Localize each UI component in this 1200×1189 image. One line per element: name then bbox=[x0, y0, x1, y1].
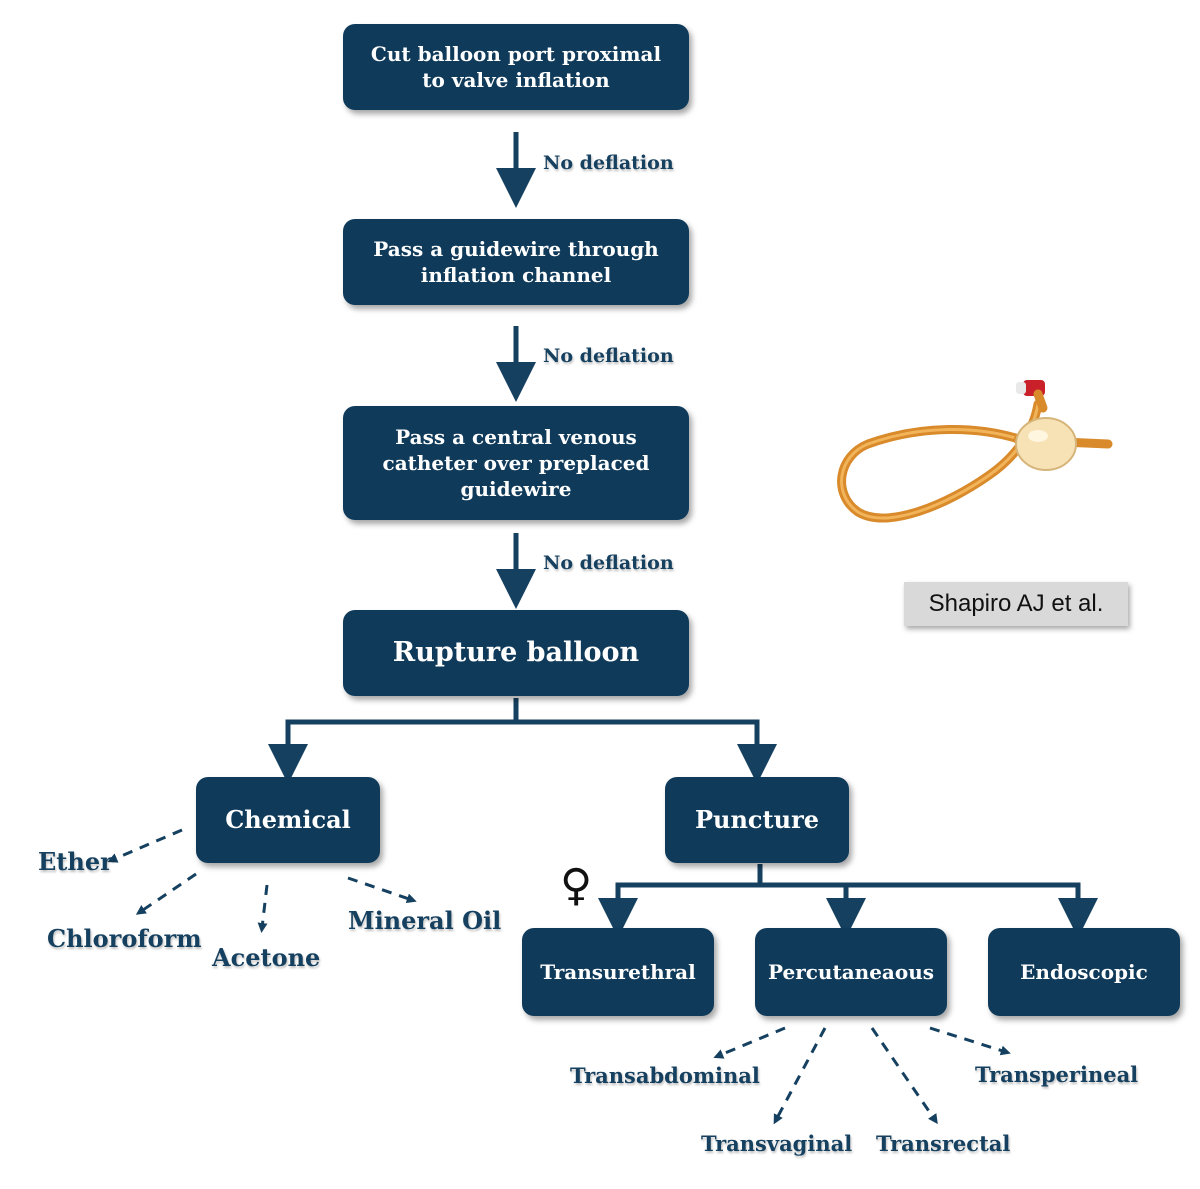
citation: Shapiro AJ et al. bbox=[904, 582, 1128, 626]
route-transurethral: Transurethral bbox=[522, 928, 714, 1016]
dash-mineral-oil bbox=[347, 876, 417, 904]
percutaneous-transvaginal: Transvaginal bbox=[701, 1131, 853, 1156]
female-symbol: ♀ bbox=[560, 860, 593, 911]
chemical-mineral-oil: Mineral Oil bbox=[348, 906, 502, 935]
route-endoscopic: Endoscopic bbox=[988, 928, 1180, 1016]
route-percutaneous: Percutaneaous bbox=[755, 928, 947, 1016]
step-cut-port: Cut balloon port proximal to valve infla… bbox=[343, 24, 689, 110]
dash-acetone bbox=[257, 884, 269, 933]
branch-rupture bbox=[285, 698, 760, 766]
foley-catheter-image bbox=[837, 380, 1113, 523]
chemical-ether: Ether bbox=[38, 847, 113, 876]
edge-label-no-deflation-1: No deflation bbox=[543, 152, 674, 174]
percutaneous-transabdominal: Transabdominal bbox=[570, 1063, 760, 1088]
edge-label-no-deflation-2: No deflation bbox=[543, 345, 674, 367]
dash-ether bbox=[107, 828, 183, 863]
step-guidewire: Pass a guidewire through inflation chann… bbox=[343, 219, 689, 305]
method-puncture: Puncture bbox=[665, 777, 849, 863]
dash-transvaginal bbox=[773, 1027, 827, 1125]
edge-label-no-deflation-3: No deflation bbox=[543, 552, 674, 574]
chemical-chloroform: Chloroform bbox=[47, 924, 202, 953]
percutaneous-transrectal: Transrectal bbox=[876, 1131, 1011, 1156]
chemical-acetone: Acetone bbox=[212, 943, 321, 972]
dash-transabdominal bbox=[713, 1026, 786, 1059]
method-chemical: Chemical bbox=[196, 777, 380, 863]
dash-transrectal bbox=[870, 1027, 938, 1125]
dash-chloroform bbox=[135, 872, 197, 915]
step-central-venous-catheter: Pass a central venous catheter over prep… bbox=[343, 406, 689, 520]
step-rupture-balloon: Rupture balloon bbox=[343, 610, 689, 696]
percutaneous-transperineal: Transperineal bbox=[975, 1062, 1139, 1087]
dash-transperineal bbox=[929, 1026, 1011, 1056]
